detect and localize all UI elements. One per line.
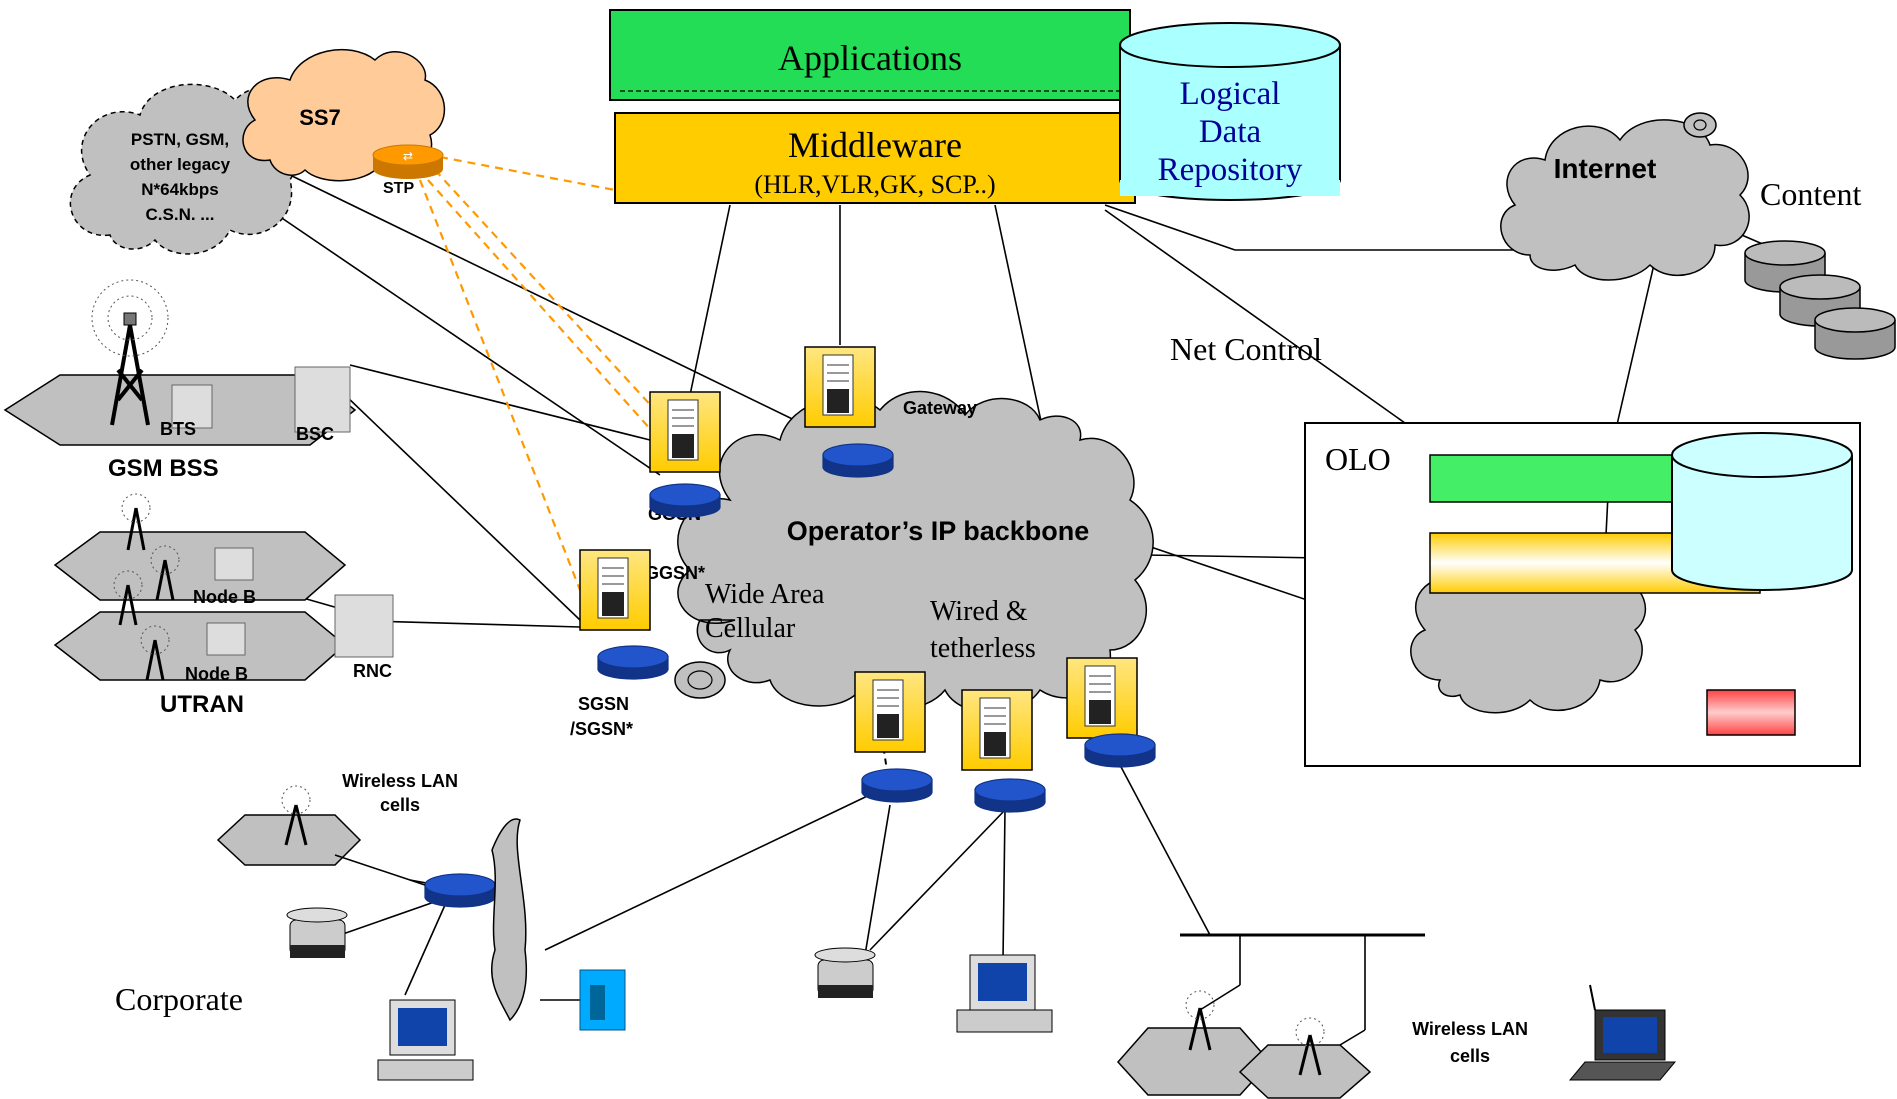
node-b-1-cabinet-icon xyxy=(214,547,254,581)
rnc-label: RNC xyxy=(353,661,392,681)
utran-tower-2-icon xyxy=(150,545,180,601)
bsc-label: BSC xyxy=(296,424,334,444)
laptop-icon xyxy=(1568,984,1677,1081)
content-label: Content xyxy=(1760,176,1861,212)
corporate-phone-icon xyxy=(286,907,348,958)
net-control-label: Net Control xyxy=(1170,331,1322,367)
utran-label: UTRAN xyxy=(160,691,244,718)
wired-server-icon-1 xyxy=(854,671,926,753)
sgsn-label-1: SGSN xyxy=(578,694,629,714)
utran-tower-1-icon xyxy=(121,493,151,551)
wired-line-2: tetherless xyxy=(930,633,1036,664)
bsc-cabinet-icon xyxy=(294,366,351,433)
router-wired-3-icon xyxy=(1084,733,1156,768)
stp-label: STP xyxy=(383,180,414,197)
wlan-right-tower-2-icon xyxy=(1295,1017,1325,1076)
wired-server-icon-2 xyxy=(961,689,1033,771)
utran-tower-3-icon xyxy=(113,570,143,626)
bts-cabinet-icon xyxy=(171,384,213,429)
corporate-cloud xyxy=(490,818,528,1022)
ggsn-label-2: /GGSN* xyxy=(640,563,705,583)
wlan-right-line-2: cells xyxy=(1450,1046,1490,1066)
wlan-right-line-1: Wireless LAN xyxy=(1412,1019,1528,1039)
wlan-left-hexagon xyxy=(216,814,362,866)
gsm-bss-label: GSM BSS xyxy=(108,455,219,482)
legacy-line-2: other legacy xyxy=(130,155,231,174)
router-ggsn-icon xyxy=(649,483,721,518)
ss7-label: SS7 xyxy=(299,105,341,130)
internet-label: Internet xyxy=(1554,153,1657,184)
wired-phone-icon xyxy=(814,947,876,998)
repo-line-3: Repository xyxy=(1158,152,1303,188)
wired-server-icon-3 xyxy=(1066,657,1138,739)
wide-area-line-2: Cellular xyxy=(705,613,796,644)
repo-line-1: Logical xyxy=(1180,76,1281,112)
middleware-box xyxy=(614,112,1136,204)
utran-hexagon-front xyxy=(53,611,347,681)
olo-red-box xyxy=(1706,689,1796,736)
olo-repository xyxy=(1671,432,1853,591)
internet-cloud: Internet xyxy=(1500,112,1750,281)
middleware-sublabel: (HLR,VLR,GK, SCP..) xyxy=(754,170,995,199)
ggsn-server-icon xyxy=(649,391,721,473)
legacy-line-3: N*64kbps xyxy=(141,180,218,199)
gateway-server-icon xyxy=(804,346,876,428)
wlan-right-tower-1-icon xyxy=(1185,990,1215,1051)
wired-computer-icon xyxy=(956,954,1053,1033)
legacy-line-4: C.S.N. ... xyxy=(146,205,215,224)
ip-backbone-cloud: Operator’s IP backbone Wide Area Cellula… xyxy=(674,390,1154,714)
node-b-1-label: Node B xyxy=(193,587,256,607)
wide-area-line-1: Wide Area xyxy=(705,579,825,610)
applications-label: Applications xyxy=(778,38,962,78)
router-gateway-icon xyxy=(822,443,894,478)
corporate-label: Corporate xyxy=(115,981,243,1017)
backbone-label: Operator’s IP backbone xyxy=(787,516,1090,546)
content-storage-icon xyxy=(1744,240,1896,360)
router-wired-1-icon xyxy=(861,768,933,803)
legacy-line-1: PSTN, GSM, xyxy=(131,130,229,149)
svg-text:⇄: ⇄ xyxy=(403,149,413,163)
node-b-2-label: Node B xyxy=(185,664,248,684)
wlan-right-hexagon-1 xyxy=(1116,1027,1272,1096)
wired-line-1: Wired & xyxy=(930,596,1028,627)
rnc-cabinet-icon xyxy=(334,594,394,658)
wlan-left-tower-icon xyxy=(281,785,311,846)
sgsn-label-2: /SGSN* xyxy=(570,719,633,739)
bts-label: BTS xyxy=(160,419,196,439)
bts-tower-icon xyxy=(91,279,169,426)
corporate-server-icon xyxy=(579,969,626,1031)
wlan-left-line-1: Wireless LAN xyxy=(342,771,458,791)
utran-tower-4-icon xyxy=(140,625,170,681)
ss7-links xyxy=(418,155,661,591)
stp-router: ⇄ xyxy=(372,144,444,179)
wlan-right-hexagon-2 xyxy=(1238,1044,1372,1099)
sgsn-server-icon xyxy=(579,549,651,631)
router-corporate-icon xyxy=(424,873,496,908)
wlan-left-line-2: cells xyxy=(380,795,420,815)
router-wired-2-icon xyxy=(974,778,1046,813)
repo-line-2: Data xyxy=(1199,114,1262,150)
logical-data-repository: Logical Data Repository xyxy=(1119,22,1341,201)
router-sgsn-icon xyxy=(597,645,669,680)
olo-label: OLO xyxy=(1325,441,1391,477)
node-b-2-cabinet-icon xyxy=(206,622,246,656)
middleware-label: Middleware xyxy=(788,125,962,165)
corporate-computer-icon xyxy=(377,999,474,1081)
gateway-label: Gateway xyxy=(903,398,977,418)
